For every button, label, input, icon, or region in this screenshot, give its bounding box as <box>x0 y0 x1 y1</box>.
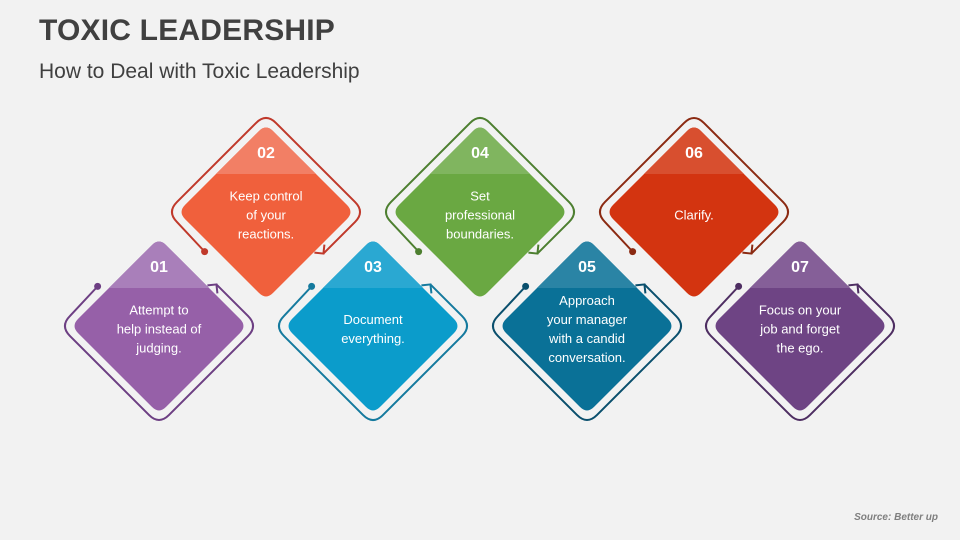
step-text-line: professional <box>444 207 516 223</box>
step-text: Attempt to help instead of judging. <box>94 301 224 358</box>
connector-line <box>704 283 896 422</box>
step-text-line: Approach <box>559 293 615 308</box>
arrow-head-icon <box>314 244 326 255</box>
step-text-line: help instead of <box>116 321 202 337</box>
step-text-line: conversation. <box>548 350 626 365</box>
step-text: Focus on your job and forget the ego. <box>735 301 865 358</box>
step-text: Keep control of your reactions. <box>201 187 331 244</box>
step-text-line: Keep control <box>229 188 303 204</box>
step-number: 02 <box>257 145 275 162</box>
step-number: 04 <box>471 145 489 162</box>
step-number: 01 <box>150 259 168 276</box>
arrow-head-icon <box>848 283 860 294</box>
step-text-line: your manager <box>546 312 628 327</box>
step-text: Clarify. <box>629 206 759 225</box>
step-text-line: job and forget <box>760 321 840 337</box>
step-text-line: with a candid <box>549 331 625 346</box>
step-text-line: Set <box>470 188 490 204</box>
step-text-line: of your <box>246 207 286 223</box>
step-number: 03 <box>364 259 382 276</box>
connector-dot-icon <box>94 282 102 290</box>
connector-line <box>598 116 790 255</box>
step-text: Document everything. <box>308 310 438 348</box>
step-text-line: Focus on your <box>758 302 842 318</box>
connector-line <box>170 116 362 255</box>
arrow-head-icon <box>742 244 754 255</box>
connector-line <box>63 283 255 422</box>
source-note: Source: Better up <box>854 512 938 523</box>
step-text-line: judging. <box>136 340 182 356</box>
step-text-line: Document <box>343 312 403 327</box>
step-text-line: Attempt to <box>129 302 189 318</box>
slide-title: TOXIC LEADERSHIP <box>39 14 336 47</box>
step-number: 07 <box>791 259 809 276</box>
step-text-line: Clarify. <box>674 207 714 223</box>
slide-subtitle: How to Deal with Toxic Leadership <box>39 60 360 83</box>
arrow-head-icon <box>635 283 647 294</box>
connector-line <box>384 116 576 255</box>
connector-dot-icon <box>201 248 209 256</box>
connector-dot-icon <box>308 282 316 290</box>
step-text-line: everything. <box>341 331 405 346</box>
connector-dot-icon <box>629 248 637 256</box>
arrow-head-icon <box>207 283 219 294</box>
step-number: 06 <box>685 145 703 162</box>
connector-dot-icon <box>735 282 743 290</box>
step-text-line: boundaries. <box>446 226 514 242</box>
arrow-head-icon <box>528 244 540 255</box>
connector-line <box>491 283 683 422</box>
step-text-line: the ego. <box>776 340 824 356</box>
step-number: 05 <box>578 259 596 276</box>
step-text: Approach your manager with a candid convers… <box>522 291 652 367</box>
arrow-head-icon <box>421 283 433 294</box>
connector-line <box>277 283 469 422</box>
connector-dot-icon <box>415 248 423 256</box>
step-text-line: reactions. <box>237 226 295 242</box>
step-text: Set professional boundaries. <box>415 187 545 244</box>
connector-dot-icon <box>522 282 530 290</box>
